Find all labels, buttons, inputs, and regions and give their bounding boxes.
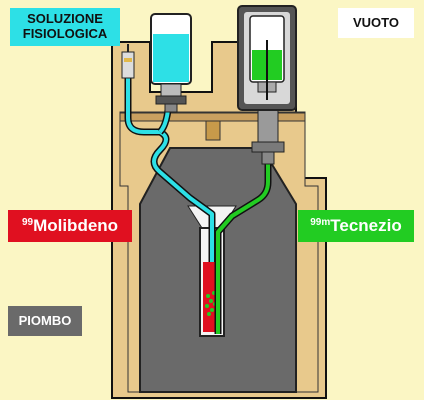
technetium-label: 99mTecnezio xyxy=(298,210,414,242)
lead-label: PIOMBO xyxy=(8,306,82,336)
support-bar xyxy=(119,112,306,122)
lead-text: PIOMBO xyxy=(18,313,72,328)
technetium-mass-number: 99m xyxy=(310,217,331,228)
saline-solution-label: SOLUZIONE FISIOLOGICA xyxy=(10,8,120,46)
molybdenum-text: Molibdeno xyxy=(33,216,119,235)
saline-solution-text: SOLUZIONE FISIOLOGICA xyxy=(22,11,108,41)
molybdenum-mass-number: 99 xyxy=(21,217,34,228)
vacuum-text: VUOTO xyxy=(353,15,399,30)
vacuum-vial xyxy=(237,5,297,111)
vent-filter xyxy=(121,51,135,79)
technetium-text: Tecnezio xyxy=(330,216,402,235)
molybdenum-label: 99Molibdeno xyxy=(8,210,132,242)
vacuum-label: VUOTO xyxy=(338,8,414,38)
saline-bottle xyxy=(150,13,192,113)
